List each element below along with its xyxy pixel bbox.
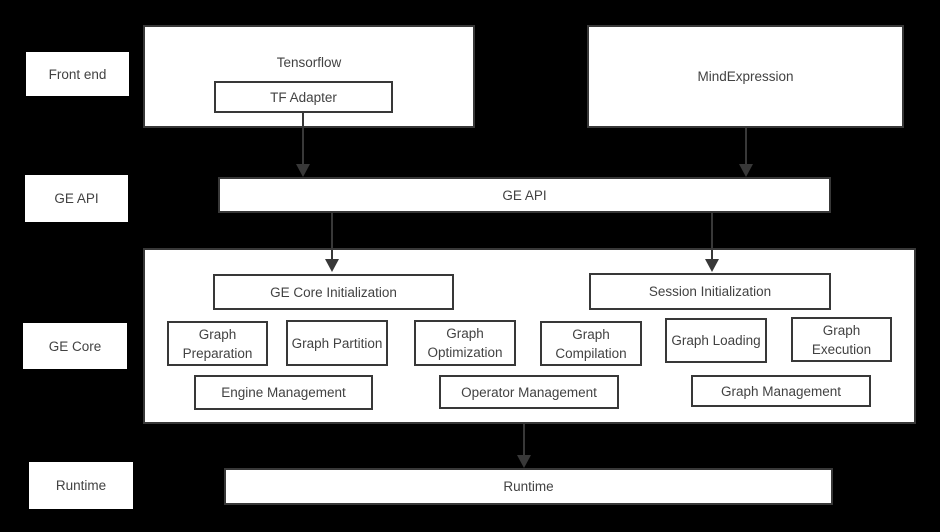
graph-management-box: Graph Management: [691, 375, 871, 407]
arrow-mindexpression-to-ge-api-head: [739, 164, 753, 177]
arrow-ge-api-to-session-init-shaft: [711, 212, 713, 260]
graph-preparation-box: Graph Preparation: [167, 321, 268, 366]
graph-loading-box: Graph Loading: [665, 318, 767, 363]
operator-management-box: Operator Management: [439, 375, 619, 409]
arrow-tf-adapter-to-ge-api-head: [296, 164, 310, 177]
graph-optimization-box: Graph Optimization: [414, 320, 516, 366]
mindexpression-box: MindExpression: [587, 25, 904, 128]
tensorflow-label: Tensorflow: [276, 55, 342, 70]
runtime-bar: Runtime: [224, 468, 833, 505]
graph-partition-box: Graph Partition: [286, 320, 388, 366]
arrow-ge-core-to-runtime-head: [517, 455, 531, 468]
tf-adapter-box: TF Adapter: [214, 81, 393, 113]
row-label-ge-core: GE Core: [23, 323, 127, 369]
session-initialization-box: Session Initialization: [589, 273, 831, 310]
row-label-front-end: Front end: [26, 52, 129, 96]
row-label-runtime: Runtime: [29, 462, 133, 509]
arrow-mindexpression-to-ge-api-shaft: [745, 128, 747, 165]
row-label-ge-api: GE API: [25, 175, 128, 222]
engine-management-box: Engine Management: [194, 375, 373, 410]
arrow-ge-api-to-ge-core-init-head: [325, 259, 339, 272]
arrow-tf-adapter-to-ge-api-shaft: [302, 113, 304, 165]
arrow-ge-api-to-session-init-head: [705, 259, 719, 272]
arrow-ge-api-to-ge-core-init-shaft: [331, 212, 333, 260]
ge-api-bar: GE API: [218, 177, 831, 213]
graph-compilation-box: Graph Compilation: [540, 321, 642, 366]
arrow-ge-core-to-runtime-shaft: [523, 424, 525, 456]
graph-execution-box: Graph Execution: [791, 317, 892, 362]
ge-core-initialization-box: GE Core Initialization: [213, 274, 454, 310]
